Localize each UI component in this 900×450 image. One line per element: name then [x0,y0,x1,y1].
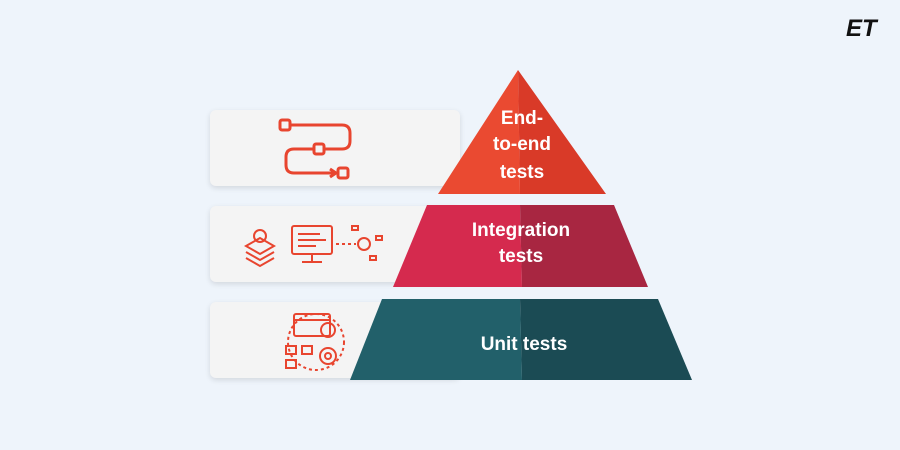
et-logo-icon: ET [846,15,879,42]
svg-text:ET: ET [846,15,879,42]
tier-unit-label: Unit tests [481,334,568,355]
unit-test-icon [285,313,345,371]
tier-integration-line-1: Integration [472,220,570,241]
tier-unit: Unit tests [350,299,692,380]
e2e-card [210,110,460,186]
integration-icon [243,225,383,268]
tier-e2e: End- to-end tests [438,70,606,194]
tier-integration-line-2: tests [499,246,543,267]
tier-integration: Integration tests [393,205,648,287]
tier-e2e-line-1: End- [501,108,543,129]
tier-e2e-line-2: to-end [493,134,551,155]
tier-e2e-line-3: tests [500,162,544,183]
workflow-icon [278,118,352,180]
